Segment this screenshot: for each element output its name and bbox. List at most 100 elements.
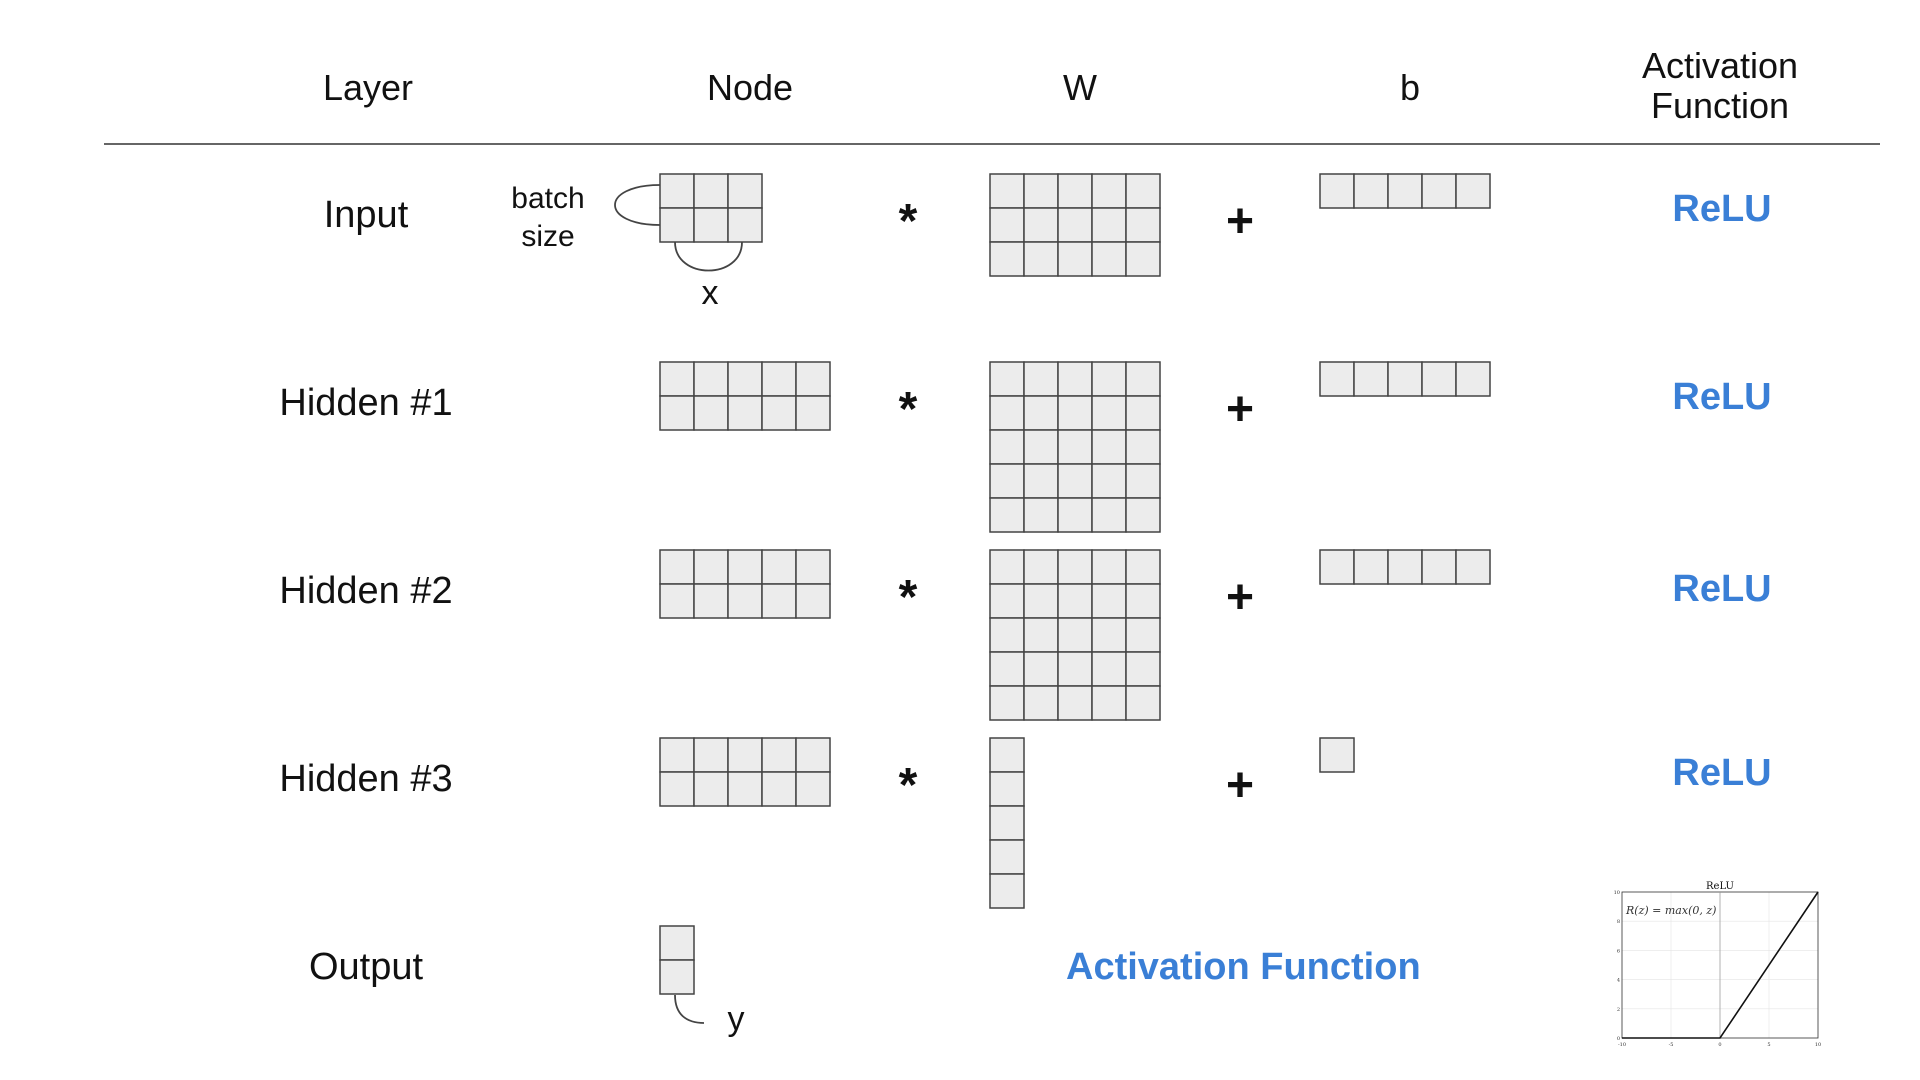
- matrix-cell: [761, 771, 797, 807]
- matrix-cell: [1125, 241, 1161, 277]
- layer-label-hidden-1: Hidden #1: [279, 382, 453, 424]
- matrix-cell: [1057, 173, 1093, 209]
- matrix-cell: [1057, 685, 1093, 721]
- batch-size-line2: size: [521, 220, 575, 253]
- multiply-operator-input: *: [898, 195, 918, 248]
- matrix-cell: [1091, 241, 1127, 277]
- weight-matrix-hidden-1: [989, 361, 1161, 533]
- matrix-cell: [989, 617, 1025, 653]
- matrix-cell: [1387, 361, 1423, 397]
- layer-label-output: Output: [308, 946, 424, 988]
- matrix-cell: [989, 839, 1025, 875]
- weight-matrix-hidden-2: [989, 549, 1161, 721]
- matrix-cell: [693, 737, 729, 773]
- matrix-cell: [989, 737, 1025, 773]
- x-label: x: [701, 274, 719, 312]
- matrix-cell: [989, 805, 1025, 841]
- matrix-cell: [659, 549, 695, 585]
- matrix-cell: [1057, 497, 1093, 533]
- node-matrix-hidden-2: [659, 549, 831, 619]
- matrix-cell: [1091, 583, 1127, 619]
- header-b: b: [1399, 67, 1421, 108]
- header-layer: Layer: [322, 67, 414, 108]
- matrix-cell: [1023, 497, 1059, 533]
- bias-vector-hidden-1: [1319, 361, 1491, 397]
- matrix-cell: [1091, 207, 1127, 243]
- y-bracket: [674, 994, 705, 1024]
- matrix-cell: [1455, 549, 1491, 585]
- relu-x-tick-label: 10: [1815, 1042, 1821, 1048]
- relu-y-tick-label: 4: [1617, 978, 1620, 984]
- matrix-cell: [989, 549, 1025, 585]
- matrix-cell: [1023, 651, 1059, 687]
- matrix-cell: [761, 549, 797, 585]
- weight-matrix-hidden-3: [989, 737, 1025, 909]
- matrix-cell: [989, 497, 1025, 533]
- matrix-cell: [693, 173, 729, 209]
- matrix-cell: [1125, 651, 1161, 687]
- matrix-cell: [1023, 463, 1059, 499]
- matrix-cell: [795, 737, 831, 773]
- add-operator-hidden-1: +: [1225, 383, 1255, 436]
- layer-label-hidden-2: Hidden #2: [279, 570, 453, 612]
- matrix-cell: [1319, 737, 1355, 773]
- matrix-cell: [989, 395, 1025, 431]
- matrix-cell: [1091, 549, 1127, 585]
- matrix-cell: [659, 207, 695, 243]
- matrix-cell: [795, 583, 831, 619]
- relu-plot-formula: R(z) = max(0, z): [1625, 904, 1716, 917]
- bias-vector-input: [1319, 173, 1491, 209]
- matrix-cell: [795, 771, 831, 807]
- matrix-cell: [1057, 651, 1093, 687]
- multiply-operator-hidden-2: *: [898, 571, 918, 624]
- matrix-cell: [1023, 583, 1059, 619]
- matrix-cell: [727, 549, 763, 585]
- matrix-cell: [989, 429, 1025, 465]
- matrix-cell: [1023, 241, 1059, 277]
- matrix-cell: [761, 737, 797, 773]
- bias-vector-hidden-3: [1319, 737, 1355, 773]
- header-activation-function: Activation Function: [1600, 46, 1840, 126]
- matrix-cell: [1125, 395, 1161, 431]
- matrix-cell: [1057, 361, 1093, 397]
- matrix-cell: [989, 685, 1025, 721]
- layer-label-input: Input: [323, 194, 409, 236]
- matrix-cell: [1455, 361, 1491, 397]
- matrix-cell: [1125, 173, 1161, 209]
- batch-size-line1: batch: [511, 182, 585, 215]
- matrix-cell: [727, 395, 763, 431]
- matrix-cell: [693, 583, 729, 619]
- relu-y-tick-label: 6: [1617, 948, 1620, 954]
- add-operator-hidden-2: +: [1225, 571, 1255, 624]
- matrix-cell: [989, 771, 1025, 807]
- matrix-cell: [989, 463, 1025, 499]
- matrix-cell: [1125, 207, 1161, 243]
- matrix-cell: [1319, 549, 1355, 585]
- matrix-cell: [795, 361, 831, 397]
- matrix-cell: [1125, 617, 1161, 653]
- matrix-cell: [1023, 173, 1059, 209]
- header-node: Node: [706, 67, 794, 108]
- matrix-cell: [693, 549, 729, 585]
- matrix-cell: [1125, 583, 1161, 619]
- activation-hidden-1: ReLU: [1672, 376, 1772, 418]
- matrix-cell: [1091, 463, 1127, 499]
- matrix-cell: [1387, 173, 1423, 209]
- matrix-cell: [693, 207, 729, 243]
- layer-label-hidden-3: Hidden #3: [279, 758, 453, 800]
- matrix-cell: [761, 361, 797, 397]
- matrix-cell: [795, 549, 831, 585]
- matrix-cell: [1125, 685, 1161, 721]
- matrix-cell: [693, 361, 729, 397]
- matrix-cell: [1023, 429, 1059, 465]
- matrix-cell: [659, 395, 695, 431]
- relu-y-tick-label: 10: [1614, 890, 1620, 896]
- matrix-cell: [1091, 685, 1127, 721]
- matrix-cell: [761, 583, 797, 619]
- matrix-cell: [659, 959, 695, 995]
- matrix-cell: [659, 583, 695, 619]
- matrix-cell: [659, 771, 695, 807]
- matrix-cell: [1023, 617, 1059, 653]
